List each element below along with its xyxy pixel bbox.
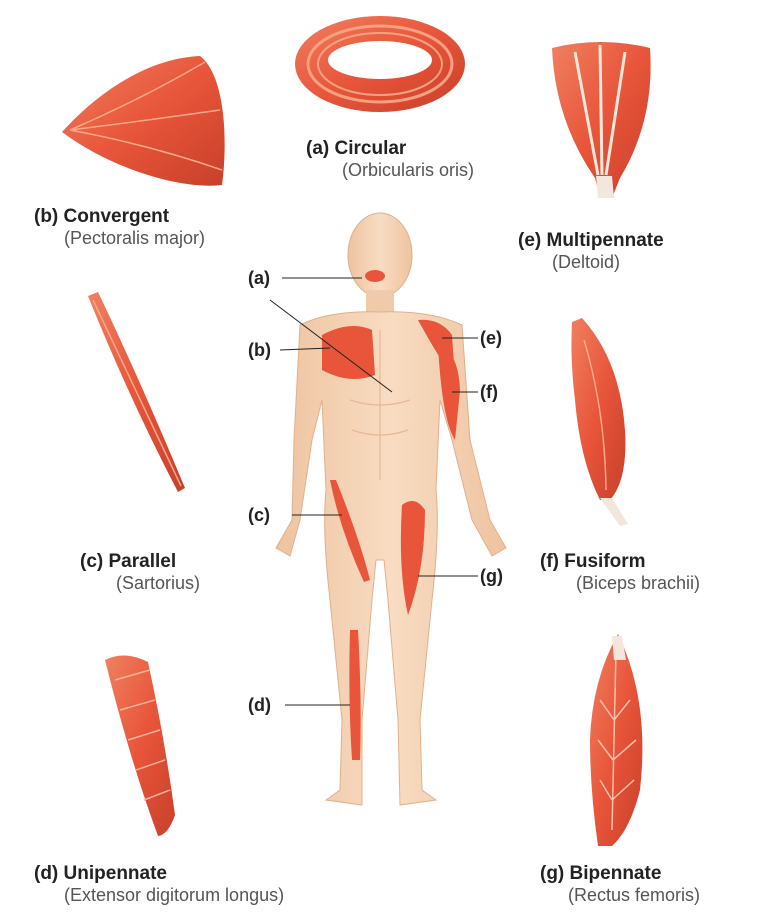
caption-example: (Extensor digitorum longus) xyxy=(34,885,284,906)
caption-multipennate: (e) Multipennate (Deltoid) xyxy=(518,230,664,273)
caption-example: (Sartorius) xyxy=(80,573,200,594)
caption-example: (Biceps brachii) xyxy=(540,573,700,594)
caption-bipennate: (g) Bipennate (Rectus femoris) xyxy=(540,863,700,906)
body-label-g: (g) xyxy=(480,566,503,587)
circular-muscle-illustration xyxy=(295,16,465,112)
caption-title: (c) Parallel xyxy=(80,551,200,573)
body-label-b: (b) xyxy=(248,340,271,361)
caption-parallel: (c) Parallel (Sartorius) xyxy=(80,551,200,594)
caption-convergent: (b) Convergent (Pectoralis major) xyxy=(34,206,205,249)
caption-example: (Rectus femoris) xyxy=(540,885,700,906)
caption-title: (e) Multipennate xyxy=(518,230,664,252)
body-label-a: (a) xyxy=(248,268,270,289)
convergent-muscle-illustration xyxy=(62,56,225,186)
body-label-f: (f) xyxy=(480,382,498,403)
caption-example: (Deltoid) xyxy=(518,252,664,273)
body-label-d: (d) xyxy=(248,695,271,716)
caption-example: (Orbicularis oris) xyxy=(306,160,474,181)
caption-title: (g) Bipennate xyxy=(540,863,700,885)
multipennate-muscle-illustration xyxy=(552,42,651,198)
body-label-c: (c) xyxy=(248,505,270,526)
body-label-e: (e) xyxy=(480,328,502,349)
caption-fusiform: (f) Fusiform (Biceps brachii) xyxy=(540,551,700,594)
human-body-figure xyxy=(276,213,506,805)
caption-circular: (a) Circular (Orbicularis oris) xyxy=(306,138,474,181)
parallel-muscle-illustration xyxy=(88,292,185,492)
bipennate-muscle-illustration xyxy=(590,634,642,846)
caption-example: (Pectoralis major) xyxy=(34,228,205,249)
caption-title: (a) Circular xyxy=(306,138,474,160)
caption-title: (b) Convergent xyxy=(34,206,205,228)
unipennate-muscle-illustration xyxy=(105,655,175,836)
caption-title: (d) Unipennate xyxy=(34,863,284,885)
fusiform-muscle-illustration xyxy=(571,318,628,526)
caption-unipennate: (d) Unipennate (Extensor digitorum longu… xyxy=(34,863,284,906)
caption-title: (f) Fusiform xyxy=(540,551,700,573)
